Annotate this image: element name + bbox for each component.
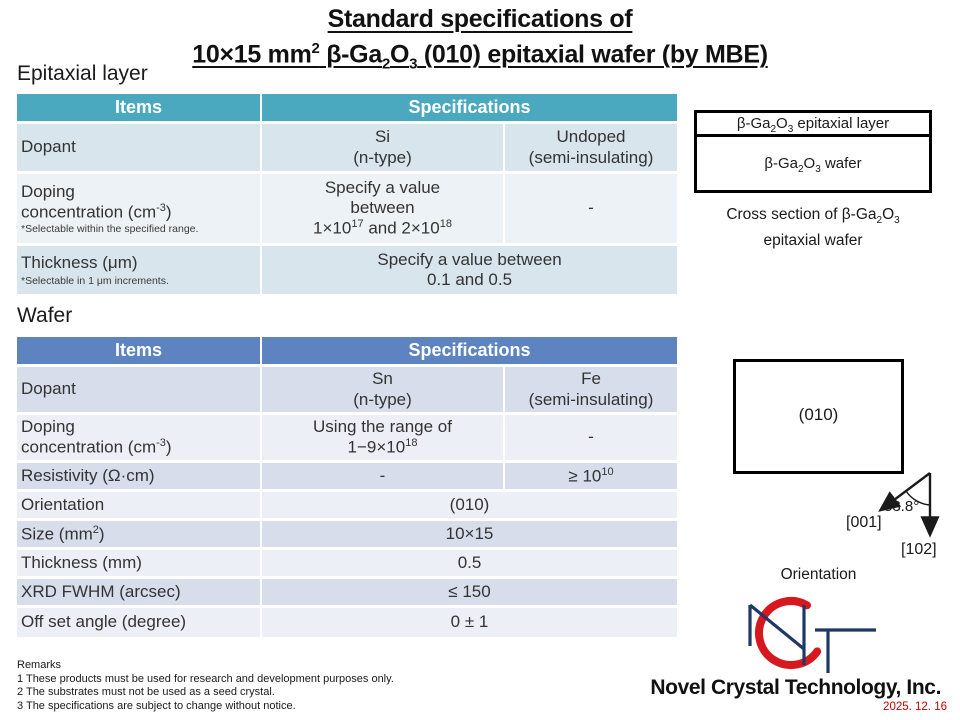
epi-doping-spec2: -: [505, 174, 678, 246]
wafer-xrd-spec: ≤ 150: [262, 579, 678, 608]
company-name: Novel Crystal Technology, Inc.: [650, 676, 941, 699]
wafer-dopant-spec2: Fe(semi-insulating): [505, 367, 678, 415]
wafer-doping-spec2: -: [505, 415, 678, 463]
remarks-heading: Remarks: [17, 659, 62, 671]
table-row: Off set angle (degree) 0 ± 1: [17, 608, 678, 637]
wafer-thickness-spec: 0.5: [262, 550, 678, 579]
axis-102-label: [102]: [901, 541, 937, 558]
table-row: Thickness (mm) 0.5: [17, 550, 678, 579]
slide-date: 2025. 12. 16: [883, 701, 947, 713]
remarks-line: 1 These products must be used for resear…: [17, 672, 394, 685]
orientation-caption: Orientation: [780, 566, 857, 583]
cross-section-epitaxial-layer: β-Ga2O3 epitaxial layer: [694, 110, 932, 137]
cross-section-wafer: β-Ga2O3 wafer: [694, 134, 932, 193]
angle-arc: [905, 490, 931, 506]
remarks-line: 2 The substrates must not be used as a s…: [17, 686, 275, 698]
cross-section-diagram: β-Ga2O3 epitaxial layer β-Ga2O3 wafer: [694, 110, 932, 193]
epitaxial-header-specs: Specifications: [262, 94, 678, 124]
epi-doping-note: *Selectable within the specified range.: [21, 223, 199, 236]
wafer-resistivity-spec2: ≥ 1010: [505, 463, 678, 492]
table-row: Resistivity (Ω·cm) - ≥ 1010: [17, 463, 678, 492]
wafer-header-row: Items Specifications: [17, 337, 678, 367]
orientation-arrows: [878, 472, 940, 538]
epi-dopant-item: Dopant: [17, 124, 262, 174]
table-row: Thickness (μm) *Selectable in 1 μm incre…: [17, 246, 678, 294]
wafer-dopant-spec1: Sn(n-type): [262, 367, 505, 415]
wafer-header-items: Items: [17, 337, 262, 367]
epi-thickness-item: Thickness (μm) *Selectable in 1 μm incre…: [17, 246, 262, 294]
title-line2: 10×15 mm2 β-Ga2O3 (010) epitaxial wafer …: [192, 40, 768, 73]
wafer-offset-item: Off set angle (degree): [17, 608, 262, 637]
wafer-orientation-item: Orientation: [17, 492, 262, 521]
wafer-thickness-item: Thickness (mm): [17, 550, 262, 579]
logo-n-diagonal: [748, 603, 806, 651]
plane-label: (010): [798, 405, 839, 424]
slide-title: Standard specifications of 10×15 mm2 β-G…: [0, 4, 960, 79]
wafer-xrd-item: XRD FWHM (arcsec): [17, 579, 262, 608]
remarks-line: 3 The specifications are subject to chan…: [17, 699, 296, 712]
title-line1: Standard specifications of: [327, 5, 633, 33]
wafer-size-item: Size (mm2): [17, 521, 262, 550]
table-row: XRD FWHM (arcsec) ≤ 150: [17, 579, 678, 608]
table-row: Size (mm2) 10×15: [17, 521, 678, 550]
wafer-size-spec: 10×15: [262, 521, 678, 550]
epitaxial-section-label: Epitaxial layer: [17, 62, 148, 85]
wafer-plane-rectangle: [733, 359, 904, 474]
wafer-resistivity-spec1: -: [262, 463, 505, 492]
wafer-orientation-spec: (010): [262, 492, 678, 521]
epitaxial-header-items: Items: [17, 94, 262, 124]
axis-001-label: [001]: [846, 514, 882, 531]
angle-label: 53.8°: [884, 498, 920, 515]
epi-thickness-item-label: Thickness (μm): [21, 253, 138, 273]
table-row: Dopant Sn(n-type) Fe(semi-insulating): [17, 367, 678, 415]
epitaxial-table: Items Specifications Dopant Si(n-type) U…: [17, 94, 678, 294]
wafer-resistivity-item: Resistivity (Ω·cm): [17, 463, 262, 492]
wafer-dopant-item: Dopant: [17, 367, 262, 415]
wafer-table: Items Specifications Dopant Sn(n-type) F…: [17, 337, 678, 637]
wafer-offset-spec: 0 ± 1: [262, 608, 678, 637]
remarks: Remarks 1 These products must be used fo…: [17, 659, 394, 713]
epi-thickness-note: *Selectable in 1 μm increments.: [21, 274, 169, 287]
epi-dopant-spec1: Si(n-type): [262, 124, 505, 174]
table-row: Dopant Si(n-type) Undoped(semi-insulatin…: [17, 124, 678, 174]
wafer-header-specs: Specifications: [262, 337, 678, 367]
nct-logo: [748, 597, 876, 673]
epi-dopant-spec2: Undoped(semi-insulating): [505, 124, 678, 174]
epitaxial-header-row: Items Specifications: [17, 94, 678, 124]
wafer-section-label: Wafer: [17, 304, 73, 327]
table-row: Orientation (010): [17, 492, 678, 521]
logo-red-crescent: [755, 597, 822, 669]
